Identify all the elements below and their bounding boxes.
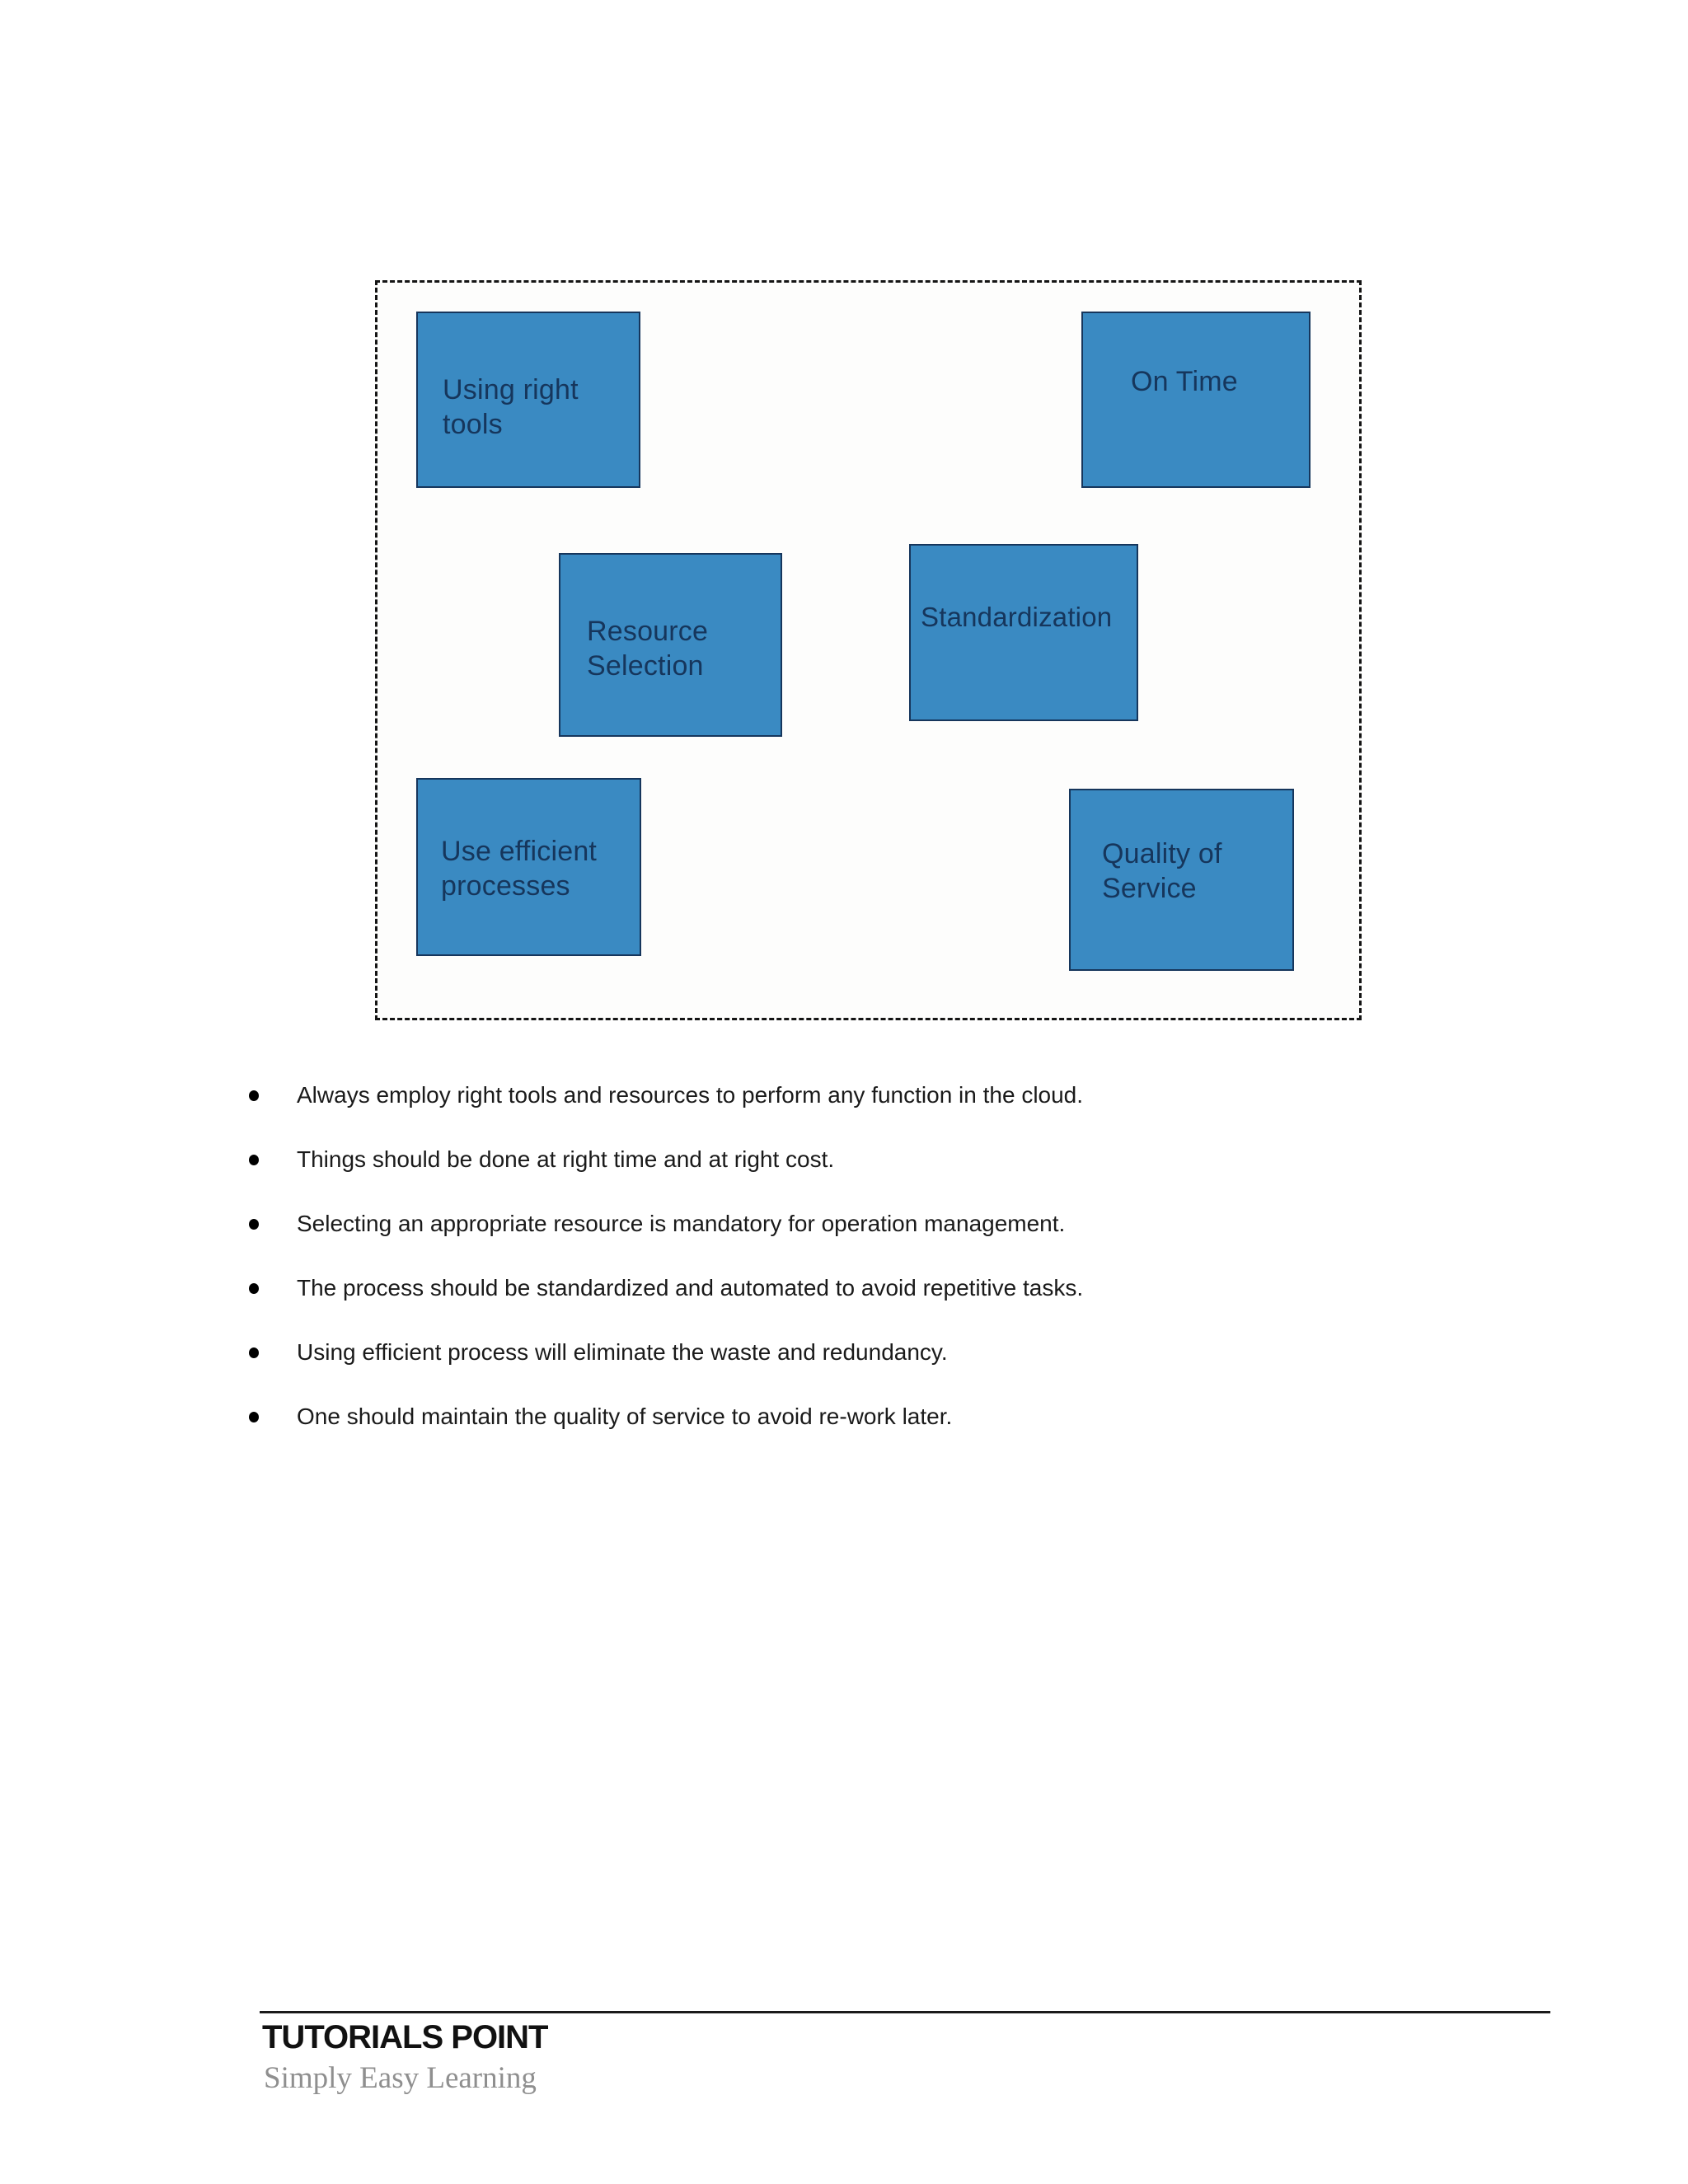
brand-tagline: Simply Easy Learning [264,2061,537,2095]
bullet-dot-icon [249,1347,259,1358]
bullet-text: The process should be standardized and a… [297,1275,1084,1301]
box-label: Using right tools [443,374,579,440]
list-item: One should maintain the quality of servi… [247,1403,1442,1431]
bullet-text: Things should be done at right time and … [297,1146,835,1172]
bullet-text: Always employ right tools and resources … [297,1082,1084,1108]
bullet-dot-icon [249,1155,259,1165]
box-label: Resource Selection [587,616,709,682]
box-label: Standardization [921,602,1113,632]
list-item: Using efficient process will eliminate t… [247,1338,1442,1366]
footer-divider [260,2011,1550,2013]
bullet-text: Using efficient process will eliminate t… [297,1339,948,1365]
list-item: The process should be standardized and a… [247,1274,1442,1302]
diagram-box-on-time: On Time [1081,312,1311,488]
list-item: Things should be done at right time and … [247,1146,1442,1174]
bullet-list: Always employ right tools and resources … [247,1081,1442,1467]
brand-title: TUTORIALS POINT [262,2019,548,2055]
bullet-dot-icon [249,1283,259,1294]
bullet-dot-icon [249,1090,259,1101]
list-item: Selecting an appropriate resource is man… [247,1210,1442,1238]
bullet-text: One should maintain the quality of servi… [297,1404,953,1429]
box-label: Quality of Service [1102,838,1222,904]
diagram-box-resource-selection: Resource Selection [559,553,782,737]
diagram-box-quality-of-service: Quality of Service [1069,789,1294,971]
box-label: On Time [1131,366,1238,397]
bullet-dot-icon [249,1412,259,1422]
list-item: Always employ right tools and resources … [247,1081,1442,1109]
diagram-box-standardization: Standardization [909,544,1138,721]
diagram-box-use-efficient-processes: Use efficient processes [416,778,641,956]
bullet-dot-icon [249,1219,259,1230]
bullet-text: Selecting an appropriate resource is man… [297,1211,1066,1236]
box-label: Use efficient processes [441,836,598,902]
diagram-box-using-right-tools: Using right tools [416,312,640,488]
